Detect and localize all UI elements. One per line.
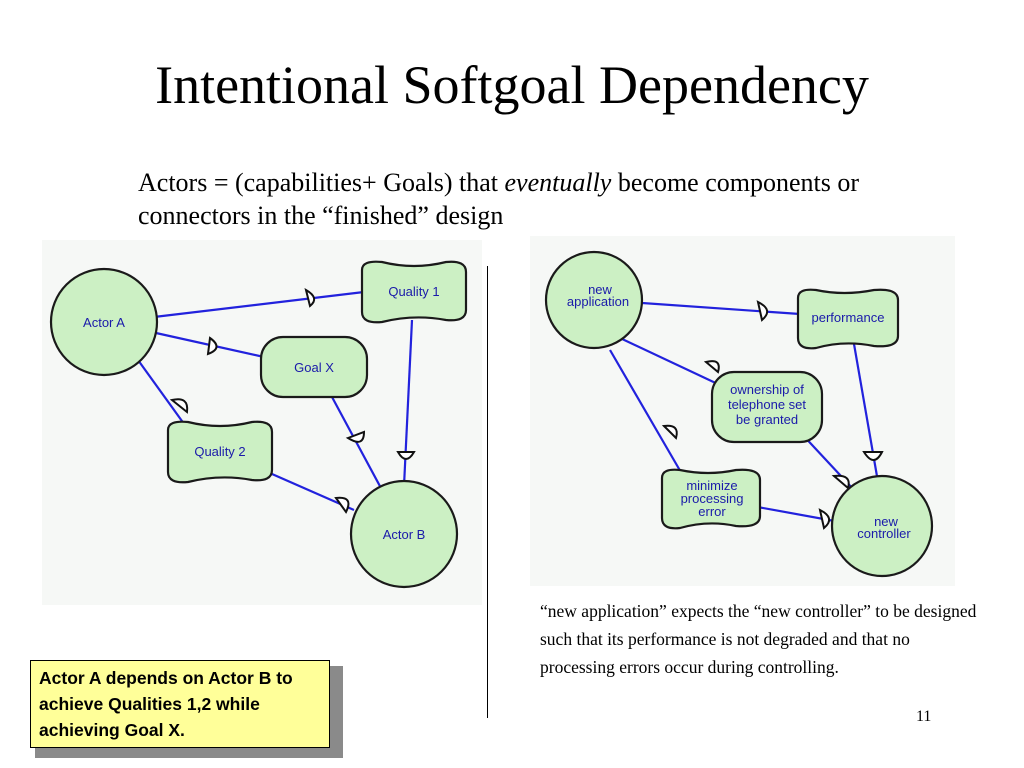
new-application-label-line1: new (588, 282, 612, 297)
new-application-node (544, 250, 644, 350)
link-new-application-performance (627, 300, 801, 316)
left-dependency-diagram: Actor A Actor B Goal X Quality 1 Quality… (42, 240, 482, 605)
new-controller-node (830, 474, 934, 578)
vertical-divider (487, 266, 488, 718)
d-marker-icon (661, 424, 678, 440)
d-marker-icon (818, 508, 831, 530)
callout-box: Actor A depends on Actor B to achieve Qu… (30, 660, 330, 748)
slide-title: Intentional Softgoal Dependency (155, 55, 869, 115)
subtitle-part2: become components or connectors in the “… (138, 168, 860, 230)
link-actor-a-quality-1 (153, 290, 365, 319)
minimize-processing-error-softgoal (660, 468, 762, 530)
ownership-goal-node (710, 370, 824, 444)
minimize-label-line2: processing (681, 491, 744, 506)
goal-x-node (259, 335, 369, 399)
minimize-label-line1: minimize (686, 478, 737, 493)
subtitle-part1: Actors = (capabilities+ Goals) that (138, 168, 505, 197)
quality-1-label: Quality 1 (388, 284, 439, 299)
explanation-note: “new application” expects the “new contr… (540, 601, 977, 677)
left-dependency-markers (169, 287, 416, 514)
d-marker-icon (396, 451, 416, 460)
new-controller-label-line2: controller (857, 526, 911, 541)
d-marker-icon (756, 300, 769, 322)
quality-1-softgoal (360, 260, 468, 324)
d-marker-icon (345, 430, 366, 443)
goal-x-label: Goal X (294, 360, 334, 375)
performance-softgoal (796, 288, 900, 350)
link-actor-a-quality-2 (137, 359, 188, 429)
slide-subtitle: Actors = (capabilities+ Goals) that even… (138, 166, 898, 232)
actor-a-node (49, 267, 159, 377)
new-application-label-line2: application (567, 294, 629, 309)
right-dependency-markers (661, 300, 884, 530)
page-number: 11 (916, 708, 932, 725)
d-marker-icon (169, 398, 189, 414)
ownership-label-line3: be granted (736, 412, 798, 427)
performance-label: performance (812, 310, 885, 325)
d-marker-icon (206, 336, 218, 356)
new-controller-label-line1: new (874, 514, 898, 529)
actor-a-label: Actor A (83, 315, 125, 330)
link-goal-x-actor-b (331, 396, 383, 491)
right-dependency-diagram: new application performance ownership of… (530, 236, 955, 586)
d-marker-icon (862, 451, 884, 461)
subtitle-emphasis: eventually (504, 168, 612, 197)
link-new-application-minimize (609, 349, 683, 475)
ownership-label-line2: telephone set (728, 397, 806, 412)
quality-2-softgoal (166, 420, 274, 484)
actor-b-label: Actor B (383, 527, 426, 542)
actor-b-node (349, 479, 459, 589)
d-marker-icon (334, 496, 350, 514)
minimize-label-line3: error (698, 504, 726, 519)
ownership-label-line1: ownership of (730, 382, 804, 397)
d-marker-icon (304, 287, 316, 308)
link-new-application-ownership (619, 337, 723, 387)
quality-2-label: Quality 2 (194, 444, 245, 459)
d-marker-icon (703, 360, 720, 374)
